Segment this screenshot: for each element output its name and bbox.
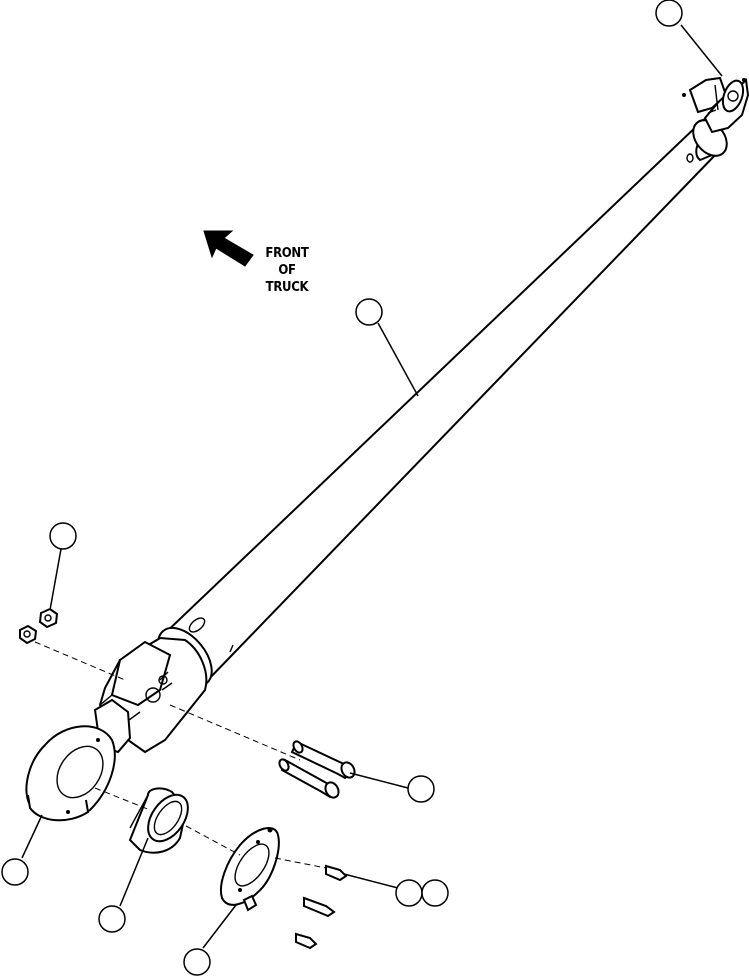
long-bolts: [278, 740, 356, 799]
top-universal-joint: [682, 76, 749, 162]
slip-yoke-ring: [25, 725, 116, 822]
small-screws: [295, 864, 348, 950]
bearing-cup: [128, 787, 189, 854]
alignment-lines: [34, 641, 327, 869]
callout-top-yoke: [655, 0, 683, 27]
callout-screws-b: [421, 879, 449, 907]
callout-grease-fitting: [49, 522, 77, 550]
callout-screws-a: [395, 879, 423, 907]
direction-label-line2: OF: [278, 263, 296, 278]
nuts: [19, 607, 59, 645]
direction-label-line3: TRUCK: [265, 280, 309, 295]
callout-circles: [1, 0, 683, 976]
shaft-tube: [159, 122, 721, 684]
direction-label: FRONT OF TRUCK: [254, 245, 320, 296]
direction-label-line1: FRONT: [265, 246, 309, 261]
callout-slip-yoke: [1, 858, 29, 886]
callout-shaft-tube: [355, 298, 383, 326]
callout-flange-plate: [183, 948, 211, 976]
lower-tube-yoke: [93, 626, 213, 754]
flange-plate: [220, 826, 280, 912]
callout-bearing: [98, 905, 126, 933]
callout-leaders: [21, 24, 723, 949]
arrow-up-left-icon: [203, 230, 254, 267]
callout-bolts: [407, 775, 435, 803]
